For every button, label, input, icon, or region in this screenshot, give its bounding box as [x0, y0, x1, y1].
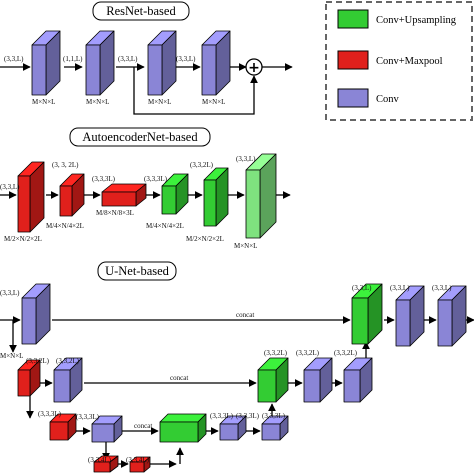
unet-kernel-l3-right-b: (3,3,3L) — [236, 412, 260, 420]
autoencoder-kernel-label-4: (3,3,3L) — [144, 175, 168, 183]
resnet-conv-block-2 — [85, 30, 115, 96]
autoencoder-maxpool-block-3 — [101, 183, 147, 207]
unet-title-box — [97, 261, 177, 281]
autoencoder-kernel-label-1: (3,3,L) — [0, 183, 20, 191]
resnet-conv-block-1 — [31, 30, 61, 96]
unet-conv-block-top-left — [21, 283, 51, 345]
unet-title: U-Net-based — [105, 264, 170, 278]
autoencoder-kernel-label-3: (3,3,3L) — [92, 175, 116, 183]
legend-swatch-maxpool — [337, 50, 369, 70]
unet-dim-top-left: M×N×L — [0, 352, 23, 360]
autoencoder-kernel-label-5: (3,3,2L) — [190, 161, 214, 169]
unet-kernel-top-right-b: (3,3,L) — [390, 284, 410, 292]
unet-upsampling-block-top — [351, 283, 383, 345]
resnet-blocks — [31, 30, 231, 96]
legend-label-upsampling: Conv+Upsampling — [376, 15, 457, 26]
unet-conv-block-l2-left — [53, 357, 83, 403]
resnet-sum-symbol: + — [248, 60, 260, 76]
resnet-dim-label-3: M×N×L — [148, 98, 171, 106]
autoencoder-dim-label-6: M×N×L — [234, 242, 257, 250]
resnet-title-box — [92, 1, 190, 21]
unet-concat-label-2: concat — [170, 374, 188, 382]
unet-maxpool-block-l4 — [93, 455, 119, 473]
legend-frame — [325, 1, 473, 121]
unet-kernel-l4-a: (3,3,4L) — [88, 456, 112, 464]
autoencoder-maxpool-block-1 — [17, 161, 45, 233]
unet-maxpool-block-l4-2 — [129, 456, 151, 473]
legend-swatch-upsampling — [337, 9, 369, 29]
resnet-dim-label-4: M×N×L — [202, 98, 225, 106]
resnet-kernel-label-3: (3,3,L) — [118, 55, 138, 63]
unet-kernel-l2-right-b: (3,3,2L) — [334, 349, 358, 357]
unet-conv-block-top-right-1 — [395, 285, 425, 347]
unet-maxpool-block-l3 — [49, 413, 77, 441]
unet-conv-block-top-right-2 — [437, 285, 467, 347]
autoencoder-upsampling-block-2 — [203, 167, 229, 227]
resnet-kernel-label-1: (3,3,L) — [4, 55, 24, 63]
unet-kernel-top-right-c: (3,3,L) — [432, 284, 452, 292]
resnet-conv-block-3 — [147, 30, 177, 96]
autoencoder-maxpool-block-2 — [59, 173, 85, 217]
unet-kernel-l3-right-a: (3,3,3L) — [210, 412, 234, 420]
resnet-sum-node — [245, 58, 263, 76]
legend-swatch-conv — [337, 88, 369, 108]
resnet-conv-block-4 — [201, 30, 231, 96]
legend-label-conv: Conv — [376, 94, 400, 105]
autoencoder-upsampling-block-3 — [245, 153, 277, 239]
autoencoder-blocks — [17, 153, 277, 239]
autoencoder-dim-label-4: M/4×N/4×2L — [146, 222, 184, 230]
unet-concat-label-3: concat — [134, 422, 152, 430]
legend: Conv+Upsampling Conv+Maxpool Conv — [325, 1, 473, 121]
resnet-skip-connection — [133, 67, 258, 115]
autoencoder-kernel-label-6: (3,3,L) — [236, 155, 256, 163]
unet-conv-block-l2-right-2 — [343, 357, 373, 403]
unet-kernel-l2-right-a: (3,3,2L) — [296, 349, 320, 357]
unet-kernel-top-right-a: (3,3,L) — [352, 284, 372, 292]
resnet-dim-label-2: M×N×L — [86, 98, 109, 106]
autoencoder-upsampling-block-1 — [161, 173, 189, 215]
autoencoder-dim-label-2: M/4×N/4×2L — [46, 222, 84, 230]
unet-kernel-l2-up: (3,3,2L) — [264, 349, 288, 357]
resnet-section: ResNet-based + (3,3,L) (1,1,L) (3,3,L) (… — [0, 1, 293, 115]
unet-upsampling-block-l3 — [159, 413, 207, 443]
autoencoder-dim-label-1: M/2×N/2×2L — [4, 235, 42, 243]
unet-concat-label-1: concat — [236, 311, 254, 319]
unet-conv-block-l2-right-1 — [303, 357, 333, 403]
unet-conv-block-l3-right-2 — [261, 415, 289, 441]
unet-upsampling-block-l2 — [257, 357, 289, 403]
autoencoder-dim-label-3: M/8×N/8×3L — [96, 209, 134, 217]
unet-kernel-top-left: (3,3,L) — [0, 289, 20, 297]
resnet-title: ResNet-based — [106, 4, 176, 18]
unet-maxpool-block-l2 — [17, 359, 41, 397]
autoencoder-title-box — [69, 127, 211, 147]
autoencoder-title: AutoencoderNet-based — [82, 130, 198, 144]
resnet-kernel-label-2: (1,1,L) — [63, 55, 83, 63]
unet-kernel-l3-pool: (3,3,3L) — [38, 410, 62, 418]
unet-conv-block-l3-right-1 — [219, 415, 247, 441]
unet-kernel-l3-right-c: (3,3,3L) — [262, 412, 286, 420]
autoencoder-kernel-label-2: (3, 3, 2L) — [52, 161, 79, 169]
unet-kernel-l4-b: (3,3,4L) — [126, 456, 150, 464]
resnet-kernel-label-4: (3,3,L) — [176, 55, 196, 63]
unet-conv-block-l3-left — [91, 415, 123, 443]
unet-kernel-l2-conv: (3,3,2L) — [56, 357, 80, 365]
unet-section: U-Net-based concat concat concat (3,3,L)… — [0, 261, 474, 473]
unet-blocks — [17, 283, 467, 473]
legend-label-maxpool: Conv+Maxpool — [376, 56, 443, 67]
unet-kernel-l3-conv: (3,3,3L) — [76, 413, 100, 421]
autoencoder-section: AutoencoderNet-based (3,3,L) (3, 3, 2L) … — [0, 127, 291, 250]
unet-kernel-l2-pool: (3,3,2L) — [26, 357, 50, 365]
autoencoder-dim-label-5: M/2×N/2×2L — [186, 235, 224, 243]
resnet-dim-label-1: M×N×L — [32, 98, 55, 106]
